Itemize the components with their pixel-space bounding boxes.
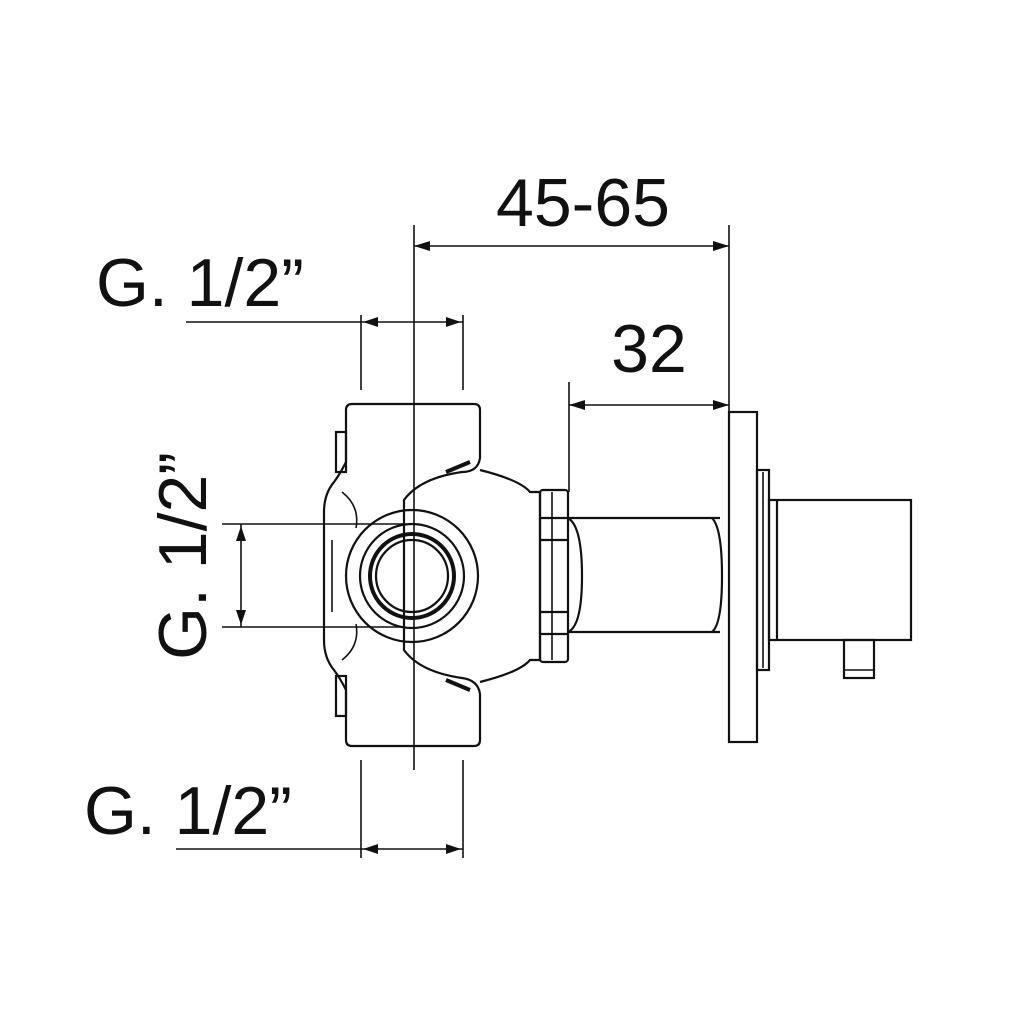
arrowhead-right xyxy=(713,400,729,410)
label-body-depth: 32 xyxy=(611,311,687,387)
valve-body-outline xyxy=(322,402,482,748)
shoulder-mark-lower xyxy=(445,678,471,692)
spindle-end xyxy=(711,517,724,633)
side-port-bore xyxy=(374,538,450,614)
arrowhead-bottom xyxy=(236,610,246,625)
arrowhead-left xyxy=(569,400,585,410)
shoulder-mark-upper xyxy=(445,460,471,474)
arrowhead-top xyxy=(236,526,246,541)
dimension-body-depth: 32 xyxy=(568,311,729,492)
hex-nut xyxy=(538,488,570,664)
lug-contour-upper xyxy=(341,491,358,529)
valve-body-shoulder xyxy=(479,468,542,684)
arrowhead-left xyxy=(414,241,430,251)
port-left-lower xyxy=(334,674,348,718)
side-port xyxy=(344,508,480,644)
side-port-outer-ring xyxy=(344,508,480,644)
spindle-shoulder xyxy=(567,517,584,634)
arrowhead-right xyxy=(446,317,461,327)
arrowhead-right xyxy=(446,844,461,854)
hex-nut-outline xyxy=(538,488,570,664)
label-side-connection: G. 1/2” xyxy=(145,452,221,660)
lug-contour-lower xyxy=(341,623,358,661)
port-left-upper xyxy=(334,430,348,474)
dimension-bottom-connection: G. 1/2” xyxy=(84,760,464,858)
side-port-flange xyxy=(358,522,466,630)
wall-plate-outline xyxy=(727,410,759,744)
dimension-side-connection: G. 1/2” xyxy=(145,452,404,660)
dimension-top-connection: G. 1/2” xyxy=(96,245,464,390)
arrowhead-left xyxy=(363,844,378,854)
side-port-thread xyxy=(368,532,456,620)
label-bottom-connection: G. 1/2” xyxy=(84,773,292,849)
valve-body xyxy=(322,402,542,748)
handle xyxy=(755,468,913,680)
arrowhead-left xyxy=(363,317,378,327)
handle-stem xyxy=(842,638,876,680)
spindle xyxy=(567,516,724,634)
label-top-connection: G. 1/2” xyxy=(96,245,304,321)
label-overall-depth: 45-65 xyxy=(496,165,670,241)
handle-body xyxy=(767,498,913,642)
dimension-overall-depth: 45-65 xyxy=(413,165,730,770)
wall-plate xyxy=(727,410,759,744)
arrowhead-right xyxy=(713,241,729,251)
